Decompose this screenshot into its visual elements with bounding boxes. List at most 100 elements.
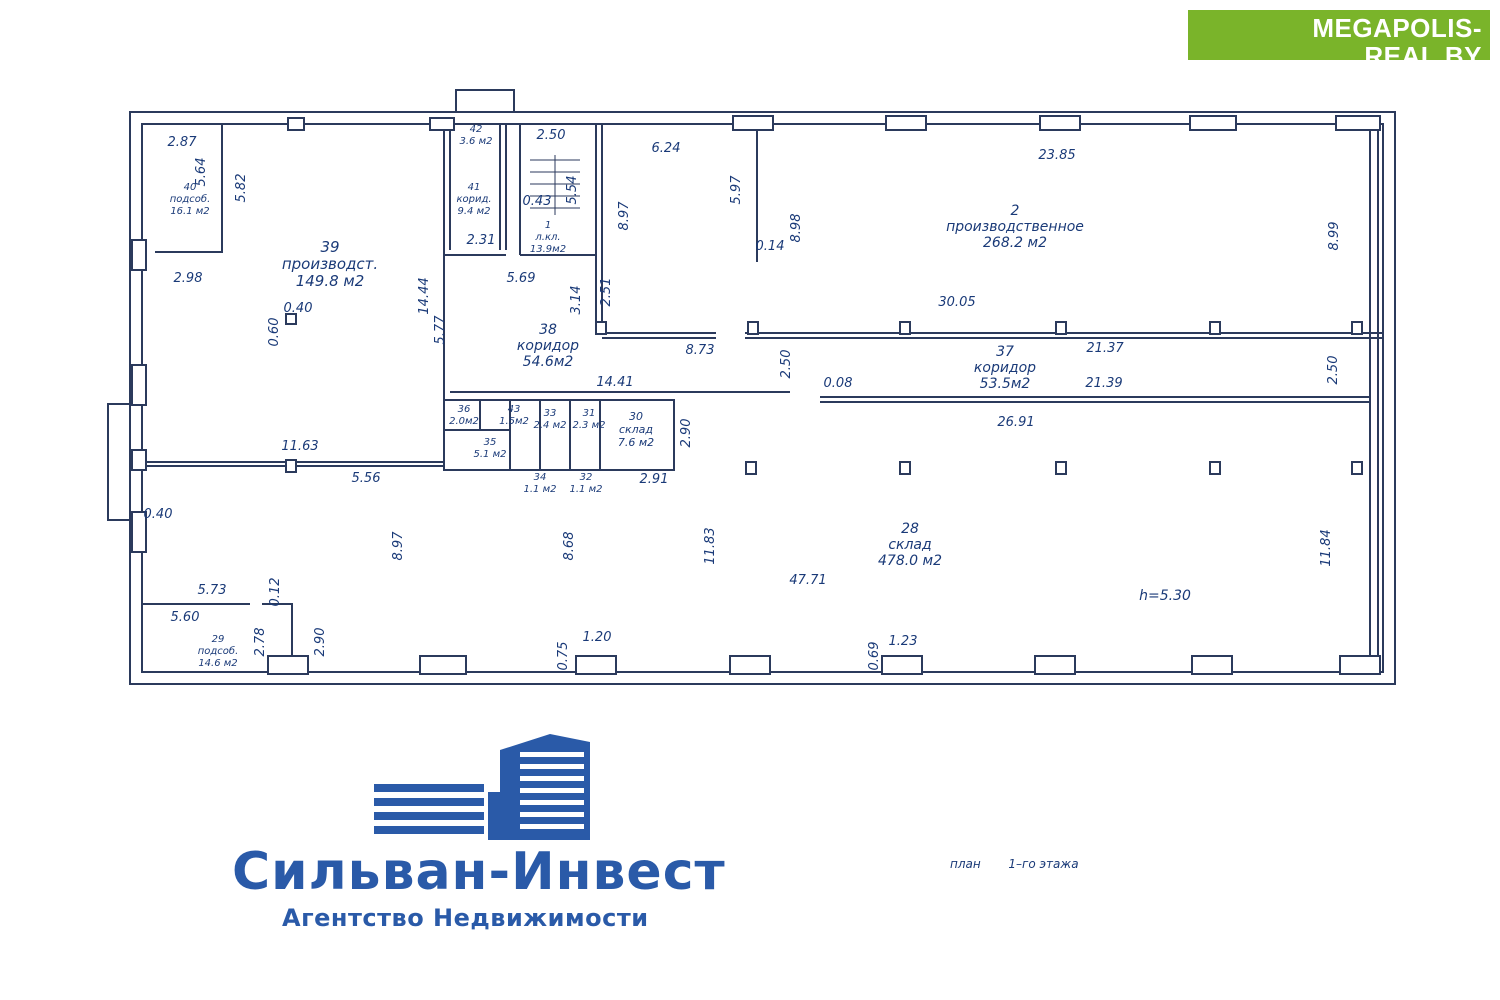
dimension-label: 8.73 bbox=[686, 343, 715, 358]
dimension-label: 2.50 bbox=[779, 350, 794, 379]
room-label-29: 29 bbox=[212, 634, 225, 645]
dimension-label: 21.37 bbox=[1086, 341, 1124, 356]
room-label-1: 13.9м2 bbox=[530, 244, 566, 255]
dimension-label: 6.24 bbox=[652, 141, 681, 156]
room-label-2: 268.2 м2 bbox=[983, 235, 1047, 251]
building-logo-icon bbox=[374, 734, 590, 840]
room-label-28: склад bbox=[888, 537, 931, 553]
dimension-label: 2.50 bbox=[1326, 356, 1341, 385]
room-label-40: 16.1 м2 bbox=[170, 206, 209, 217]
room-label-39: 149.8 м2 bbox=[296, 272, 365, 290]
dimension-label: 14.41 bbox=[596, 375, 633, 390]
dimension-label: 5.64 bbox=[194, 158, 209, 187]
plan-caption-floor: 1–го этажа bbox=[1008, 857, 1079, 871]
dimension-label: 5.73 bbox=[198, 583, 227, 598]
dimension-label: 3.14 bbox=[569, 286, 584, 315]
dimension-label: 2.90 bbox=[313, 628, 328, 657]
dimension-label: 2.98 bbox=[174, 271, 203, 286]
dimension-label: 26.91 bbox=[997, 415, 1034, 430]
room-label-43: 43 bbox=[508, 404, 521, 415]
room-label-29: 14.6 м2 bbox=[198, 658, 237, 669]
dimension-label: 8.99 bbox=[1327, 222, 1342, 251]
dimension-label: 2.31 bbox=[467, 233, 496, 248]
room-label-38: 54.6м2 bbox=[523, 354, 574, 370]
room-label-1: 1 bbox=[545, 220, 551, 231]
dimension-label: 2.50 bbox=[537, 128, 566, 143]
room-label-1: л.кл. bbox=[534, 232, 560, 243]
site-badge-title: MEGAPOLIS-REAL.BY bbox=[1312, 13, 1482, 71]
logo-title: Сильван-Инвест bbox=[232, 842, 726, 902]
dimension-label: 1.20 bbox=[583, 630, 612, 645]
dimension-label: 5.56 bbox=[352, 471, 381, 486]
room-label-40: 40 bbox=[184, 182, 197, 193]
dimension-label: 5.82 bbox=[234, 174, 249, 203]
dimension-label: 5.77 bbox=[433, 315, 448, 345]
room-label-42: 42 bbox=[470, 124, 483, 135]
room-label-35: 5.1 м2 bbox=[474, 449, 507, 460]
dimension-label: 0.40 bbox=[284, 301, 313, 316]
room-label-34: 34 bbox=[534, 472, 547, 483]
room-label-39: производст. bbox=[282, 255, 378, 273]
ceiling-height-label: h=5.30 bbox=[1139, 588, 1191, 604]
room-label-38: коридор bbox=[517, 338, 579, 354]
plan-columns bbox=[131, 115, 1381, 675]
site-badge-subtitle: портал о коммерческой недвижимости в Бел… bbox=[1203, 71, 1482, 83]
room-label-43: 1.5м2 bbox=[499, 416, 529, 427]
room-label-30: 30 bbox=[629, 410, 643, 423]
room-label-33: 33 bbox=[544, 408, 557, 419]
dimension-label: 2.51 bbox=[599, 278, 614, 307]
dimension-label: 5.60 bbox=[171, 610, 200, 625]
room-label-2: производственное bbox=[946, 219, 1084, 235]
room-label-41: 41 bbox=[468, 182, 481, 193]
dimension-label: 8.97 bbox=[391, 531, 406, 561]
room-label-37: коридор bbox=[974, 360, 1036, 376]
room-label-40: подсоб. bbox=[170, 193, 211, 205]
room-label-37: 53.5м2 bbox=[980, 376, 1031, 392]
dimension-label: 2.90 bbox=[679, 419, 694, 448]
dimension-label: 2.91 bbox=[640, 472, 669, 487]
dimension-label: 8.68 bbox=[562, 532, 577, 561]
dimension-label: 21.39 bbox=[1085, 376, 1122, 391]
plan-caption: план 1–го этажа bbox=[950, 857, 1079, 871]
dimension-label: 0.12 bbox=[268, 578, 283, 607]
room-label-30: склад bbox=[619, 423, 653, 436]
dimension-label: 0.69 bbox=[867, 642, 882, 671]
room-label-31: 2.3 м2 bbox=[573, 420, 606, 431]
room-label-41: 9.4 м2 bbox=[458, 206, 491, 217]
dimension-label: 1.23 bbox=[889, 634, 918, 649]
room-label-32: 1.1 м2 bbox=[570, 484, 603, 495]
dimension-label: 14.44 bbox=[417, 277, 432, 314]
room-label-41: корид. bbox=[456, 194, 491, 205]
dimension-label: 11.63 bbox=[281, 439, 318, 454]
room-label-36: 2.0м2 bbox=[449, 416, 479, 427]
room-label-39: 39 bbox=[320, 238, 339, 256]
dimension-label: 11.83 bbox=[703, 527, 718, 564]
room-label-34: 1.1 м2 bbox=[524, 484, 557, 495]
dimension-label: 2.78 bbox=[253, 628, 268, 657]
plan-caption-word: план bbox=[950, 857, 981, 871]
room-label-37: 37 bbox=[996, 344, 1014, 360]
room-label-36: 36 bbox=[458, 404, 471, 415]
dimension-label: 5.69 bbox=[507, 271, 536, 286]
logo-subtitle: Агентство Недвижимости bbox=[282, 904, 649, 932]
dimension-label: 0.60 bbox=[267, 318, 282, 347]
room-label-28: 478.0 м2 bbox=[878, 553, 942, 569]
room-label-29: подсоб. bbox=[198, 645, 239, 657]
dimension-label: 0.08 bbox=[824, 376, 853, 391]
dimension-label: 5.54 bbox=[565, 176, 580, 205]
dimension-label: 5.97 bbox=[729, 175, 744, 205]
dimension-label: 30.05 bbox=[938, 295, 975, 310]
site-badge[interactable]: MEGAPOLIS-REAL.BY портал о коммерческой … bbox=[1188, 10, 1490, 83]
room-label-42: 3.6 м2 bbox=[460, 136, 493, 147]
room-label-31: 31 bbox=[583, 408, 596, 419]
room-label-35: 35 bbox=[484, 437, 497, 448]
dimension-label: 8.98 bbox=[789, 214, 804, 243]
dimension-label: 0.14 bbox=[756, 239, 785, 254]
dimension-label: 0.75 bbox=[556, 642, 571, 671]
room-label-33: 2.4 м2 bbox=[534, 420, 567, 431]
staircase bbox=[530, 155, 580, 215]
room-label-30: 7.6 м2 bbox=[618, 436, 654, 449]
